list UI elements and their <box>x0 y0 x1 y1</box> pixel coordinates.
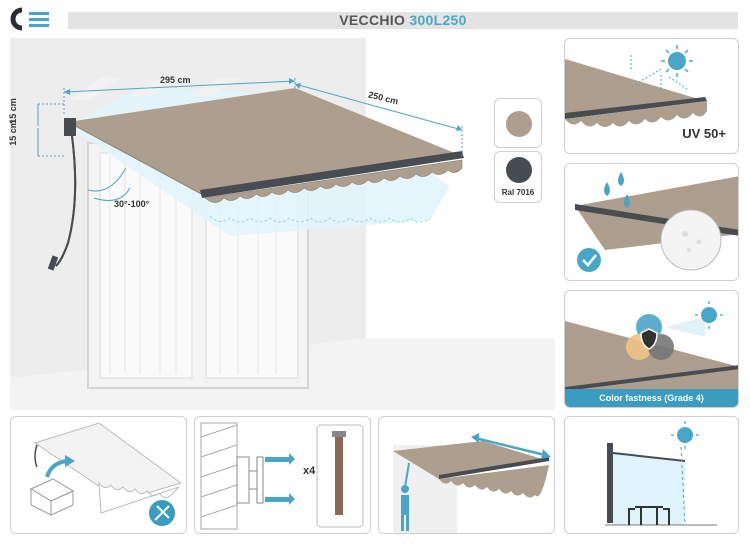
checkmark-icon <box>577 248 601 272</box>
bracket-height-label-b: 15 cm <box>7 98 18 124</box>
color-fastness-panel: Color fastness (Grade 4) <box>564 290 739 408</box>
frame-color-label: Ral 7016 <box>501 188 535 197</box>
side-view-panel <box>564 416 739 534</box>
water-resistance-illustration <box>575 172 738 272</box>
frame-swatch-box: Ral 7016 <box>494 151 542 203</box>
side-view-illustration <box>605 421 717 526</box>
manual-operation-panel <box>378 416 555 534</box>
width-dimension-label: 295 cm <box>160 75 191 85</box>
main-awning-illustration <box>10 38 555 410</box>
fabric-color-swatch <box>506 111 532 137</box>
person-icon <box>401 462 410 531</box>
assembly-panel <box>10 416 187 534</box>
ce-logo-icon <box>10 7 49 31</box>
anchor-count-label: x4 <box>303 465 316 477</box>
page-title: VECCHIO 300L250 <box>68 12 738 29</box>
frame-color-swatch <box>506 157 532 183</box>
color-fastness-label: Color fastness (Grade 4) <box>565 389 738 407</box>
table-icon <box>628 506 670 525</box>
manual-operation-illustration <box>393 433 551 533</box>
fabric-swatch-box <box>494 98 542 148</box>
sun-icon-side <box>671 421 699 449</box>
color-fastness-illustration <box>565 301 738 391</box>
uv-protection-panel: UV 50+ <box>564 38 739 154</box>
uv-rating-label: UV 50+ <box>682 126 726 141</box>
bracket-height-label-a: 15 cm <box>7 120 18 146</box>
water-drops-icon <box>604 172 630 208</box>
model-prefix: VECCHIO <box>339 12 406 28</box>
uv-illustration <box>565 45 707 127</box>
fasteners-panel: x4 <box>194 416 371 534</box>
wall-anchors-illustration <box>200 422 364 530</box>
model-code: 300L250 <box>409 12 467 28</box>
tilt-angle-label: 30°-100° <box>114 199 150 209</box>
shield-icon <box>640 328 658 350</box>
sun-icon <box>661 45 693 77</box>
water-resistant-panel <box>564 163 739 281</box>
sun-icon-small <box>695 301 723 329</box>
title-bar: VECCHIO 300L250 <box>68 12 738 29</box>
assembly-illustration <box>29 422 183 526</box>
